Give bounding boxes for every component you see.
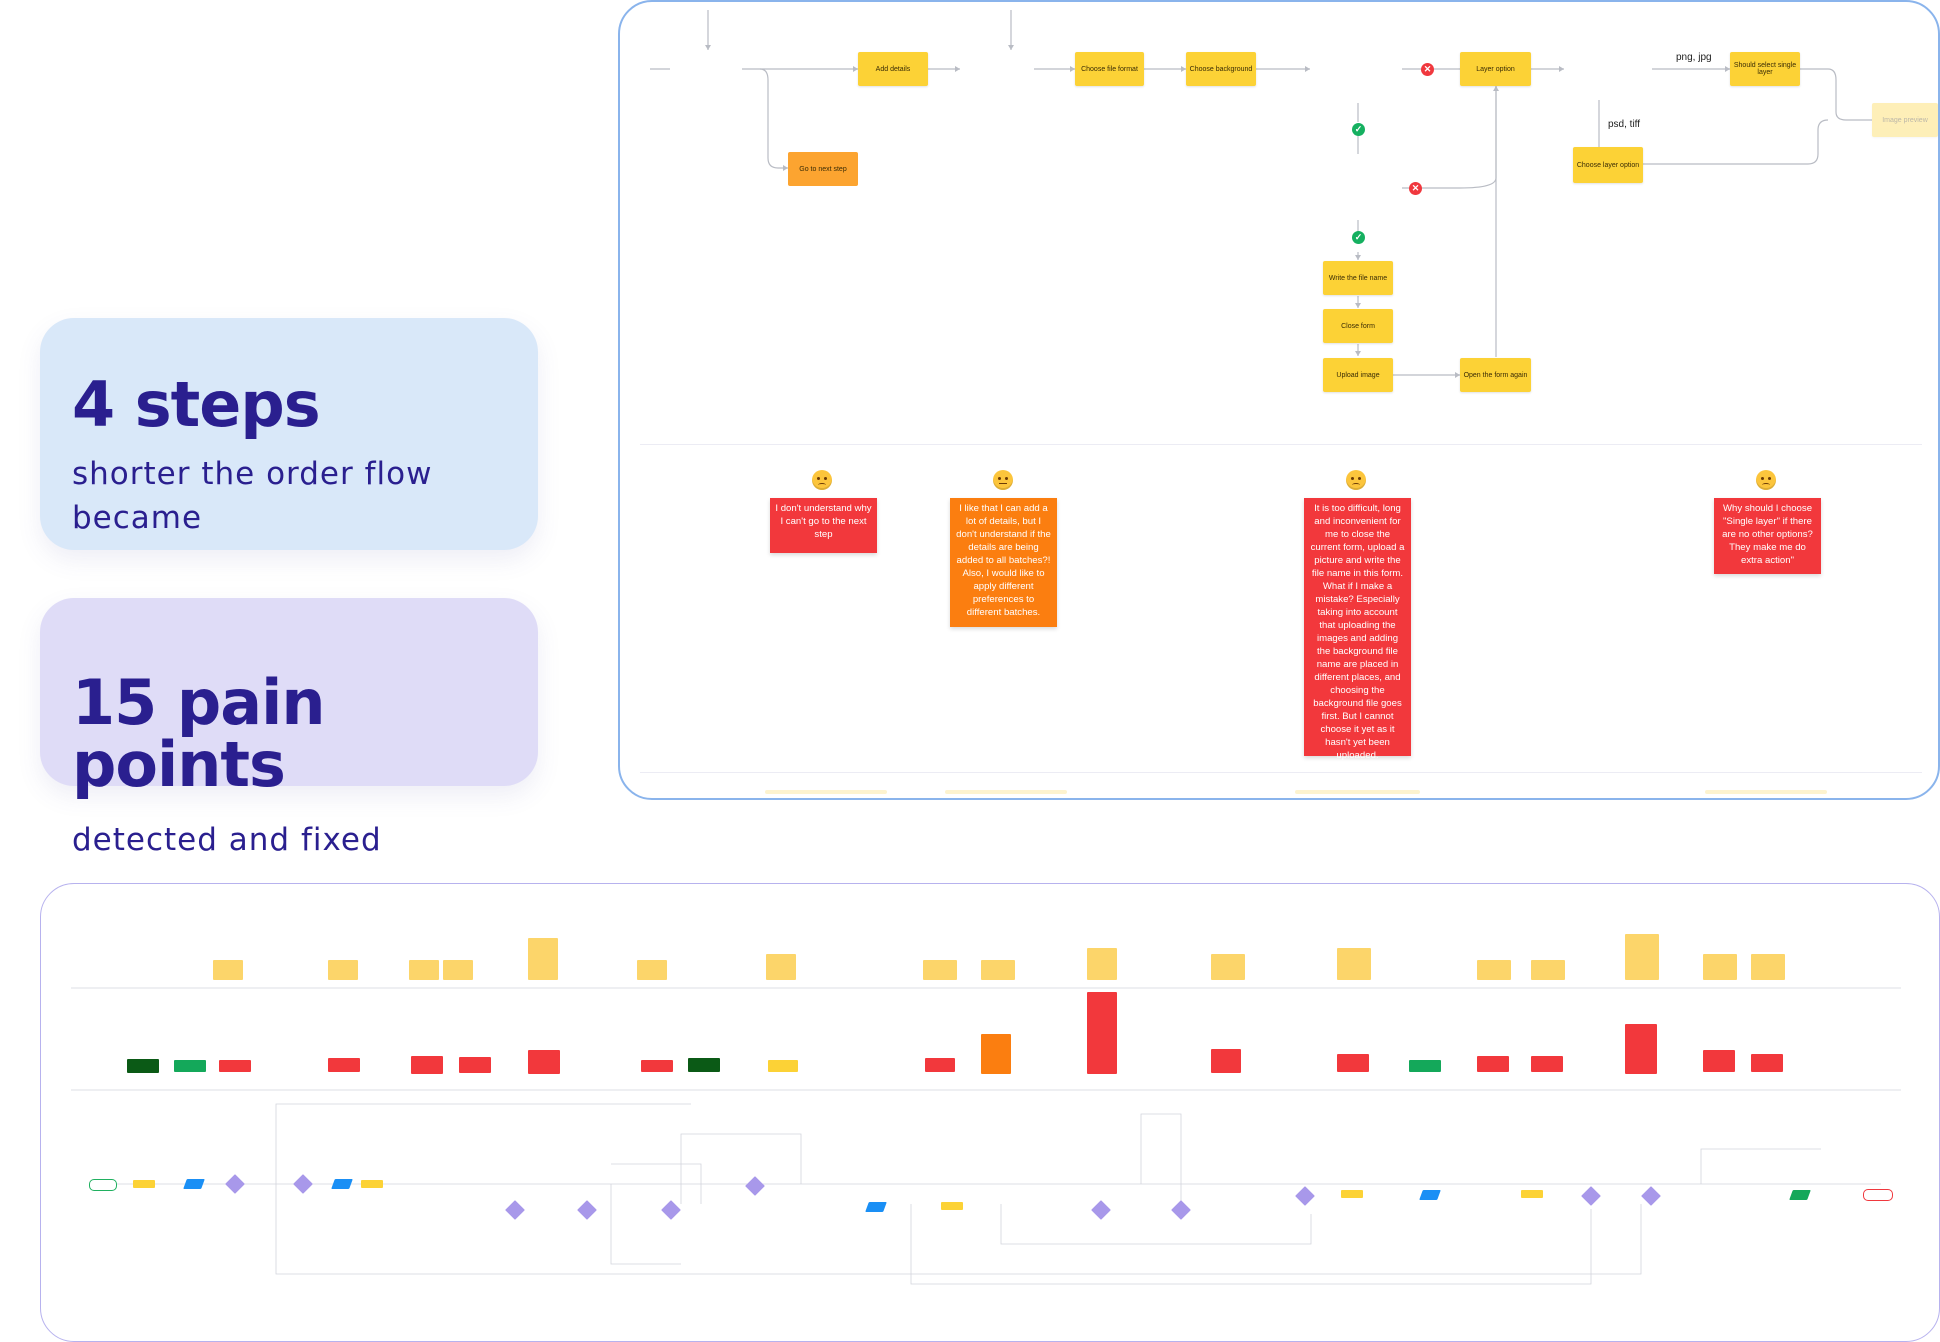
lane-divider bbox=[640, 772, 1922, 773]
overview-note bbox=[1751, 1054, 1783, 1072]
overview-note bbox=[219, 1060, 251, 1072]
neutral-emoji-icon bbox=[993, 470, 1013, 490]
overview-note bbox=[925, 1058, 955, 1072]
flow-node-is-custom-background: Is Custom background? bbox=[1316, 40, 1400, 100]
pain-point-note: It is too difficult, long and inconvenie… bbox=[1304, 498, 1411, 761]
overview-note bbox=[1625, 1024, 1657, 1074]
flow-node-layer-option: Layer option bbox=[1460, 52, 1531, 86]
ghost-note bbox=[1705, 790, 1827, 794]
flow-node-form-details: Form details bbox=[966, 54, 1026, 86]
overview-node bbox=[331, 1179, 353, 1189]
flow-node-should-select-single-layer: Should select single layer bbox=[1730, 52, 1800, 86]
check-icon: ✓ bbox=[1352, 123, 1365, 136]
overview-note bbox=[981, 960, 1015, 980]
flow-node-upload-image: Upload image bbox=[1323, 358, 1393, 392]
overview-note bbox=[766, 954, 796, 980]
frustrated-emoji-icon bbox=[812, 470, 832, 490]
check-icon: ✓ bbox=[1352, 231, 1365, 244]
overview-note bbox=[1087, 992, 1117, 1074]
overview-note bbox=[688, 1058, 720, 1072]
stat-card-pain-points: 15 pain points detected and fixed bbox=[40, 598, 538, 858]
overview-note bbox=[1531, 960, 1565, 980]
flow-node-close-form: Close form bbox=[1323, 309, 1393, 343]
overview-note bbox=[923, 960, 957, 980]
error-icon: ✕ bbox=[1409, 182, 1422, 195]
flowchart-overview-panel bbox=[40, 883, 1940, 1342]
overview-note bbox=[1337, 948, 1371, 980]
overview-node bbox=[1789, 1190, 1811, 1200]
ghost-note bbox=[945, 790, 1067, 794]
edge-label-psd-tiff: psd, tiff bbox=[1608, 119, 1641, 130]
overview-note bbox=[1087, 948, 1117, 980]
flow-node-preferences: Preferences bbox=[674, 54, 734, 86]
stat-caption: detected and fixed bbox=[72, 822, 382, 858]
overview-note bbox=[1477, 1056, 1509, 1072]
flow-node-is-background-image: Is Background image? bbox=[1316, 158, 1400, 218]
edge-label-png-jpg: png, jpg bbox=[1676, 52, 1712, 63]
flow-node-choose-background: Choose background bbox=[1186, 52, 1256, 86]
pain-point-note: I like that I can add a lot of details, … bbox=[950, 498, 1057, 627]
overview-note bbox=[528, 938, 558, 980]
overview-note bbox=[328, 960, 358, 980]
overview-note bbox=[213, 960, 243, 980]
overview-connectors bbox=[71, 987, 1901, 1285]
overview-node bbox=[865, 1202, 887, 1212]
overview-note bbox=[768, 1060, 798, 1072]
overview-note bbox=[443, 960, 473, 980]
overview-note bbox=[409, 960, 439, 980]
overview-node bbox=[1521, 1190, 1543, 1198]
ghost-note bbox=[765, 790, 887, 794]
flow-node-choose-layer-option: Choose layer option bbox=[1573, 147, 1643, 183]
overview-note bbox=[1531, 1056, 1563, 1072]
stat-value: 15 pain points bbox=[72, 666, 325, 801]
pain-point-note: I don't understand why I can't go to the… bbox=[770, 498, 877, 553]
flow-node-image-preview: Image preview bbox=[1872, 103, 1938, 137]
ghost-note bbox=[1295, 790, 1420, 794]
overview-note bbox=[1211, 954, 1245, 980]
overview-note bbox=[1703, 1050, 1735, 1072]
flow-node-write-file-name: Write the file name bbox=[1323, 261, 1393, 295]
overview-node bbox=[361, 1180, 383, 1188]
flow-node-open-form-again: Open the form again bbox=[1460, 358, 1531, 392]
overview-note bbox=[1409, 1060, 1441, 1072]
overview-node bbox=[1341, 1190, 1363, 1198]
overview-node bbox=[941, 1202, 963, 1210]
pain-point-note: Why should I choose "Single layer" if th… bbox=[1714, 498, 1821, 574]
stat-card-steps: 4 steps shorter the order flow became bbox=[40, 318, 538, 550]
overview-note bbox=[1211, 1049, 1241, 1073]
overview-end-node bbox=[1863, 1189, 1893, 1201]
overview-note bbox=[411, 1056, 443, 1074]
overview-note bbox=[1625, 934, 1659, 980]
error-icon: ✕ bbox=[1421, 63, 1434, 76]
lane-divider bbox=[640, 444, 1922, 445]
overview-note bbox=[174, 1060, 206, 1072]
frustrated-emoji-icon bbox=[1346, 470, 1366, 490]
overview-start-node bbox=[89, 1179, 117, 1191]
flow-node-choose-file-format: Choose file format bbox=[1075, 52, 1144, 86]
overview-note bbox=[127, 1059, 159, 1073]
overview-node bbox=[1419, 1190, 1441, 1200]
overview-note bbox=[1477, 960, 1511, 980]
flow-node-file-format: File format bbox=[1564, 40, 1652, 100]
frustrated-emoji-icon bbox=[1756, 470, 1776, 490]
overview-note bbox=[1703, 954, 1737, 980]
overview-note bbox=[637, 960, 667, 980]
overview-note bbox=[641, 1060, 673, 1072]
flow-node-add-details: Add details bbox=[858, 52, 928, 86]
flow-node-go-to-next-step: Go to next step bbox=[788, 152, 858, 186]
flowchart-detail-panel: Preferences Add details Form details Cho… bbox=[618, 0, 1940, 800]
overview-note bbox=[328, 1058, 360, 1072]
overview-note bbox=[981, 1034, 1011, 1074]
stat-caption: shorter the order flow became bbox=[72, 456, 433, 536]
overview-node bbox=[183, 1179, 205, 1189]
flowchart-connectors bbox=[650, 10, 1872, 378]
overview-note bbox=[1337, 1054, 1369, 1072]
stat-value: 4 steps bbox=[72, 368, 321, 441]
overview-node bbox=[133, 1180, 155, 1188]
overview-note bbox=[528, 1050, 560, 1074]
overview-note bbox=[459, 1057, 491, 1073]
overview-note bbox=[1751, 954, 1785, 980]
